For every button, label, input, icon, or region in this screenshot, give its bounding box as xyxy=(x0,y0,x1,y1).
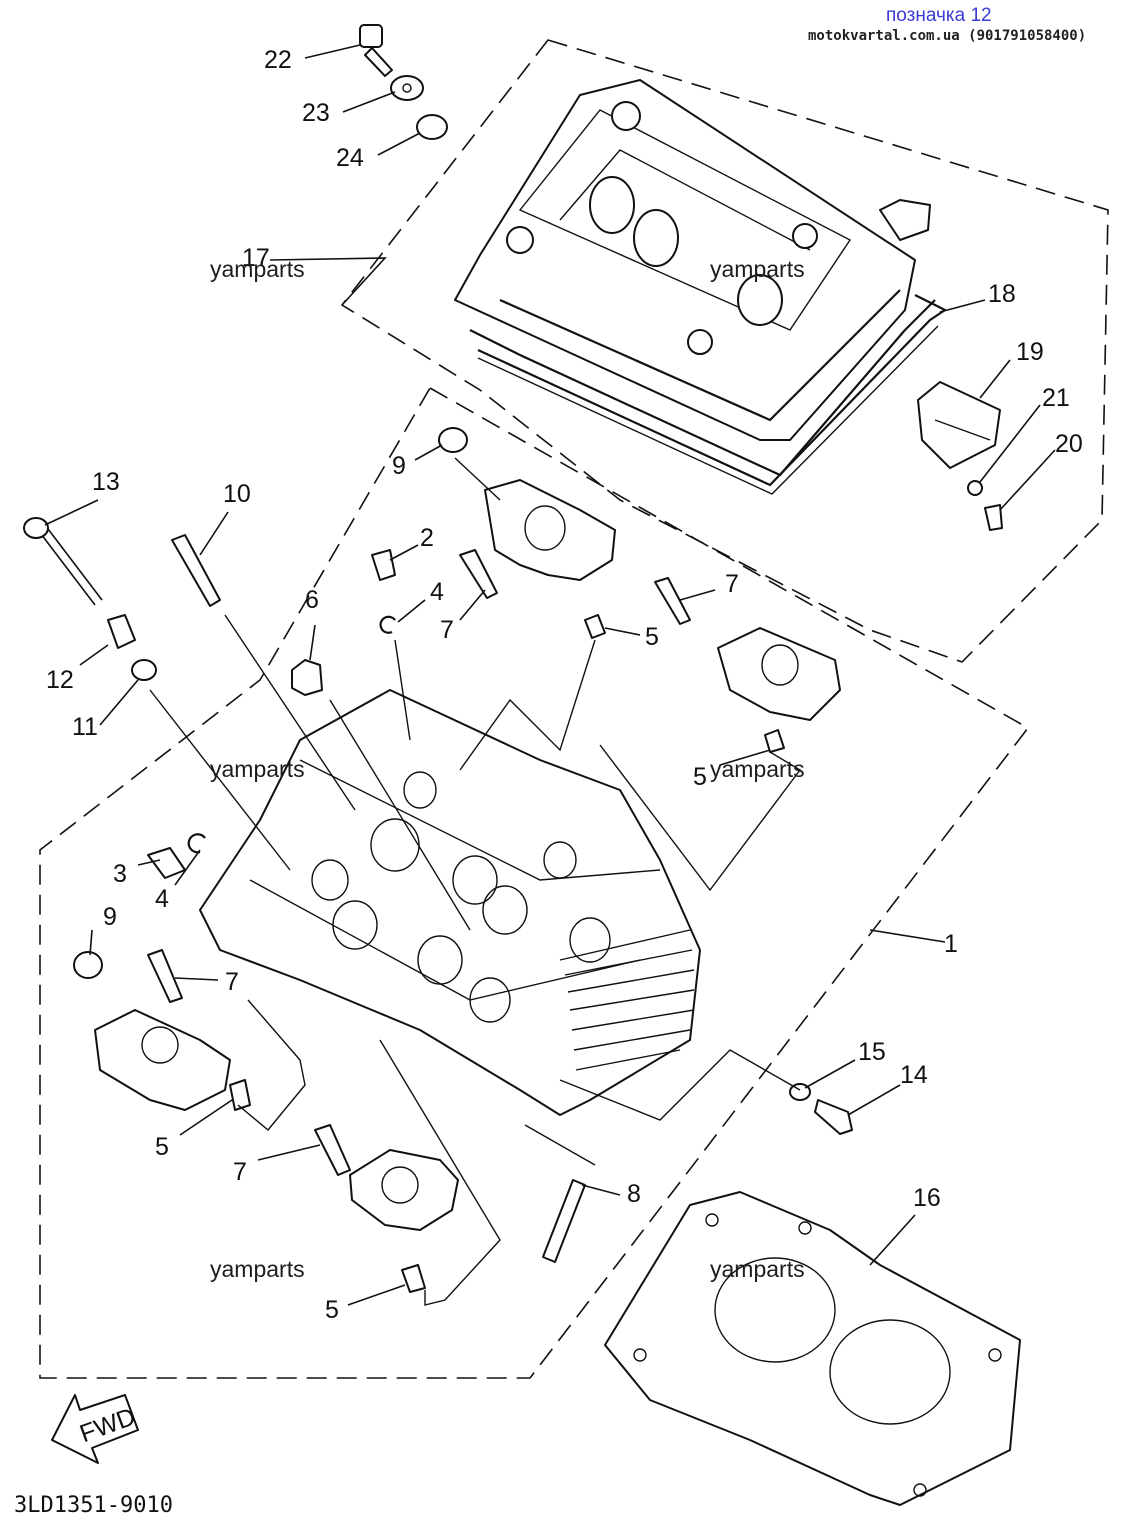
stud-bolt-13 xyxy=(37,524,103,606)
callout-7-b: 7 xyxy=(725,570,739,598)
bolt-7-a xyxy=(459,549,498,599)
grommet-24 xyxy=(416,114,448,140)
callout-5-d: 5 xyxy=(325,1296,339,1324)
plug-12 xyxy=(107,614,136,649)
callout-19: 19 xyxy=(1016,338,1044,366)
watermark-text: yamparts xyxy=(210,756,305,782)
callout-14: 14 xyxy=(900,1061,928,1089)
cam-cap-upper xyxy=(484,479,616,581)
cam-cap-lower xyxy=(349,1149,459,1231)
callout-24: 24 xyxy=(336,144,364,172)
bolt-14 xyxy=(814,1099,853,1135)
callout-13: 13 xyxy=(92,468,120,496)
callout-1: 1 xyxy=(944,930,958,958)
callout-4-lower: 4 xyxy=(155,885,169,913)
dowel-5-a xyxy=(584,614,606,639)
callout-5-c: 5 xyxy=(155,1133,169,1161)
callout-12: 12 xyxy=(46,666,74,694)
valve-cover xyxy=(454,79,936,477)
bolt-20 xyxy=(984,504,1003,531)
fwd-arrow: FWD xyxy=(51,1394,139,1464)
valve-3 xyxy=(147,847,186,879)
dowel-5-b xyxy=(764,729,785,753)
watermark-text: yamparts xyxy=(710,256,805,282)
callout-23: 23 xyxy=(302,99,330,127)
leader-lines xyxy=(44,44,1056,1306)
watermark-text: yamparts xyxy=(710,756,805,782)
callout-20: 20 xyxy=(1055,430,1083,458)
cap-9-lower xyxy=(73,951,103,979)
valve-cover-group-outline xyxy=(340,39,1109,663)
callout-5-a: 5 xyxy=(645,623,659,651)
cam-cap-right xyxy=(717,627,841,721)
cover-bolt-22 xyxy=(359,24,393,77)
callout-16: 16 xyxy=(913,1184,941,1212)
site-credit: motokvartal.com.ua (901791058400) xyxy=(808,28,1087,44)
page-title: позначка 12 xyxy=(886,5,992,26)
clip-4-upper xyxy=(379,615,396,634)
callout-9-lower: 9 xyxy=(103,903,117,931)
plug-6 xyxy=(291,659,323,696)
callout-17: 17 xyxy=(242,244,270,272)
bolt-7-d xyxy=(314,1124,351,1176)
valve-2 xyxy=(371,549,396,581)
cam-cap-left xyxy=(94,1009,231,1111)
breather-cover-19 xyxy=(917,381,1001,469)
washer-23 xyxy=(390,75,424,101)
callout-21: 21 xyxy=(1042,384,1070,412)
callout-7-a: 7 xyxy=(440,616,454,644)
diagram-code: 3LD1351-9010 xyxy=(14,1493,173,1518)
head-gasket xyxy=(604,1191,1021,1506)
stud-8 xyxy=(542,1179,586,1263)
callout-7-c: 7 xyxy=(225,968,239,996)
dowel-5-c xyxy=(229,1079,251,1111)
callout-4-upper: 4 xyxy=(430,578,444,606)
callout-2: 2 xyxy=(420,524,434,552)
callout-labels: 22 23 24 17 18 19 21 20 9 13 10 2 4 7 5 … xyxy=(46,46,1083,1324)
callout-7-d: 7 xyxy=(233,1158,247,1186)
valve-cover-gasket xyxy=(477,294,947,487)
callout-5-b: 5 xyxy=(693,763,707,791)
watermark-text: yamparts xyxy=(210,1256,305,1282)
callout-8: 8 xyxy=(627,1180,641,1208)
washer-21 xyxy=(967,480,983,496)
callout-15: 15 xyxy=(858,1038,886,1066)
callout-9-upper: 9 xyxy=(392,452,406,480)
bolt-7-b xyxy=(654,577,691,625)
spark-plug-10 xyxy=(171,534,221,607)
washer-11 xyxy=(131,659,157,681)
clip-4-lower xyxy=(187,833,206,854)
callout-11: 11 xyxy=(72,713,98,741)
callout-22: 22 xyxy=(264,46,292,74)
cylinder-head xyxy=(199,689,701,1116)
callout-6: 6 xyxy=(305,586,319,614)
cap-9-upper xyxy=(438,427,468,453)
callout-18: 18 xyxy=(988,280,1016,308)
bolt-7-c xyxy=(147,949,183,1003)
watermark-text: yamparts xyxy=(210,256,305,282)
dowel-5-d xyxy=(401,1264,426,1293)
callout-10: 10 xyxy=(223,480,251,508)
watermark-text: yamparts xyxy=(710,1256,805,1282)
cylinder-head-group-outline xyxy=(39,386,1030,1379)
callout-3: 3 xyxy=(113,860,127,888)
